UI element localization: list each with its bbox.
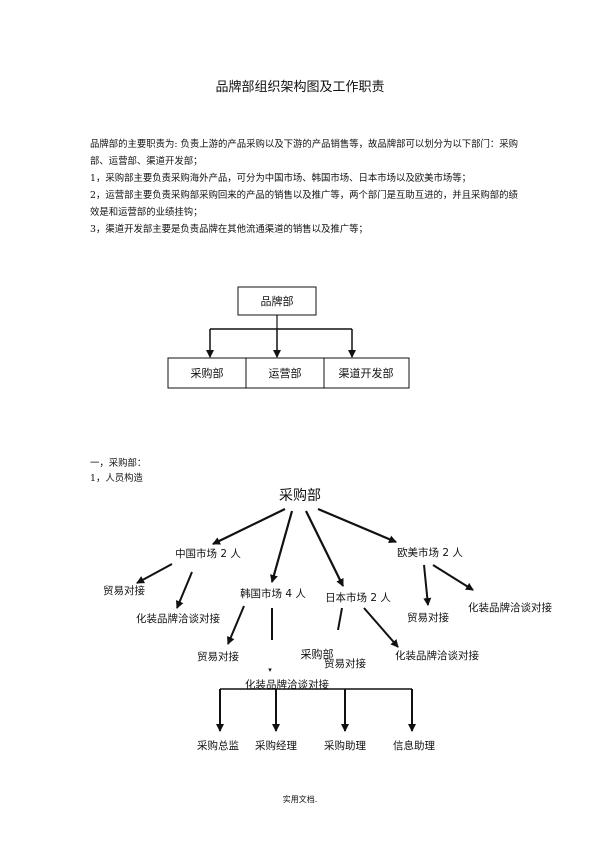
- org-child-box-1: [167, 357, 247, 389]
- euro-cosmetics-label: 化装品牌洽谈对接: [468, 601, 552, 614]
- root-to-japan-arrow: [305, 510, 344, 587]
- china-trade-label: 贸易对接: [103, 584, 145, 597]
- china-cosmetics-arrow: [176, 571, 193, 609]
- japan-cosmetics-arrow: [363, 607, 399, 648]
- market-china-label: 中国市场 2 人: [175, 547, 241, 560]
- org-child-label-1: 采购部: [191, 366, 224, 380]
- euro-cosmetics-arrow: [432, 564, 474, 591]
- japan-trade-label: 贸易对接: [324, 657, 366, 670]
- role-label-3: 采购助理: [324, 739, 366, 752]
- intro-paragraph-3: 2，运营部主要负责采购部采购回来的产品的销售以及推广等，两个部门是互助互进的，并…: [90, 190, 518, 218]
- org-chart: 品牌部 采购部 运营部 渠道开发部: [167, 286, 410, 389]
- japan-cosmetics-label: 化装品牌洽谈对接: [395, 649, 479, 662]
- document-title: 品牌部组织架构图及工作职责: [215, 80, 385, 95]
- footer-text: 实用文档.: [282, 795, 318, 804]
- staff-root-label: 采购部: [279, 488, 321, 504]
- section-heading: 一，采购部：: [90, 458, 147, 469]
- role-label-4: 信息助理: [393, 739, 435, 752]
- role-label-2: 采购经理: [255, 739, 297, 752]
- org-child-label-2: 运营部: [269, 366, 302, 380]
- korea-trade-label: 贸易对接: [197, 650, 239, 663]
- intro-paragraph-4: 3，渠道开发部主要是负责品牌在其他流通渠道的销售以及推广等；: [90, 224, 368, 235]
- root-to-china-arrow: [212, 508, 286, 545]
- market-korea-label: 韩国市场 4 人: [240, 587, 306, 600]
- china-cosmetics-label: 化装品牌洽谈对接: [136, 612, 220, 625]
- market-euro-label: 欧美市场 2 人: [397, 546, 463, 559]
- role-label-1: 采购总监: [197, 739, 239, 752]
- china-trade-arrow: [136, 563, 173, 584]
- staff-chart: 采购部 中国市场 2 人 韩国市场 4 人 日本市场 2 人 欧美市场 2 人 …: [103, 488, 552, 752]
- euro-trade-label: 贸易对接: [407, 611, 449, 624]
- root-to-korea-arrow: [270, 510, 294, 583]
- root-to-euro-arrow: [317, 507, 397, 544]
- org-child-box-3: [323, 357, 410, 389]
- org-root-label: 品牌部: [261, 294, 294, 308]
- market-japan-label: 日本市场 2 人: [325, 591, 391, 604]
- small-marker: ▾: [268, 666, 272, 674]
- intro-text: 品牌部的主要职责为: 负责上游的产品采购以及下游的产品销售等，故品牌部可以划分为…: [90, 136, 520, 238]
- intro-paragraph-1: 品牌部的主要职责为: 负责上游的产品采购以及下游的产品销售等，故品牌部可以划分为…: [90, 139, 519, 167]
- org-root-box: [237, 286, 317, 316]
- sub-root-label: 采购部: [301, 647, 334, 661]
- japan-trade-line: [337, 607, 343, 631]
- sub-heading: 1，人员构造: [90, 473, 143, 484]
- korea-cosmetics-label: 化装品牌洽谈对接: [245, 678, 329, 691]
- korea-trade-arrow: [227, 605, 245, 645]
- euro-trade-arrow: [423, 564, 432, 606]
- org-child-label-3: 渠道开发部: [339, 366, 394, 380]
- intro-paragraph-2: 1，采购部主要负责采购海外产品，可分为中国市场、韩国市场、日本市场以及欧美市场等…: [90, 173, 471, 184]
